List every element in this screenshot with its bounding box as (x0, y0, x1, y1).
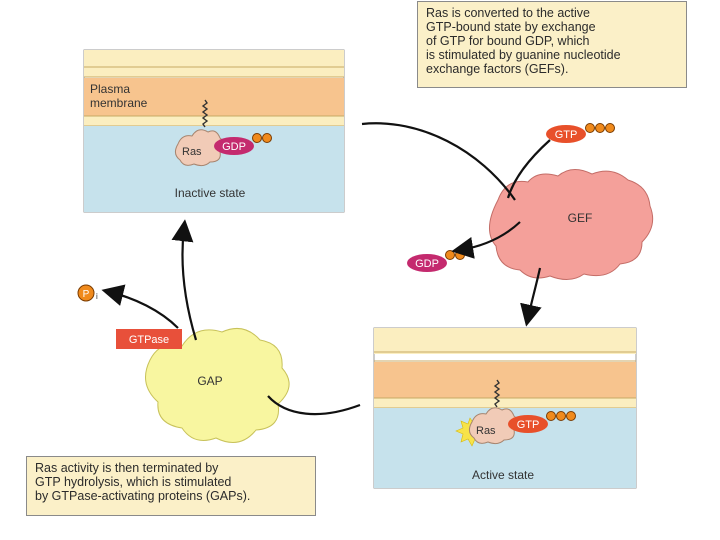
gtp-label: GTP (517, 419, 540, 431)
membrane-outer-layer (374, 328, 636, 354)
phosphate-dot (566, 411, 576, 421)
arrow-gef-to-active (520, 267, 542, 327)
gtpase-label: GTPase (129, 334, 169, 346)
ras-label: Ras (476, 425, 496, 437)
phosphate-dot (455, 250, 465, 260)
arrow-gap-to-inactive (171, 219, 198, 341)
gtpase-box (116, 329, 182, 349)
inactive-state-label: Inactive state (175, 186, 246, 200)
gdp-badge (214, 137, 254, 155)
gtp-badge (508, 415, 548, 433)
phosphate-label: P (83, 289, 90, 300)
gap-label: GAP (197, 374, 222, 388)
phosphate-dot (556, 411, 566, 421)
membrane-label-line2: membrane (90, 96, 148, 110)
lipid-anchor (201, 99, 209, 128)
membrane-lipid-layer (84, 78, 344, 116)
arrow-inactive-to-gef (361, 122, 516, 201)
gef-label: GEF (568, 211, 593, 225)
gef-protein (489, 169, 654, 280)
membrane-inner-layer (374, 398, 636, 408)
phosphate-icon (77, 284, 95, 302)
active-state-label: Active state (472, 468, 534, 482)
membrane-outer-layer (84, 50, 344, 77)
arrow-active-to-gap (267, 395, 361, 416)
membrane-label-line1: Plasma (90, 82, 130, 96)
released-gdp-label: GDP (415, 258, 439, 270)
arrow-gap-releases-phosphate (101, 284, 179, 329)
lipid-anchor (493, 379, 501, 408)
phosphate-dot (595, 123, 605, 133)
gdp-label: GDP (222, 141, 246, 153)
ras-label: Ras (182, 146, 202, 158)
phosphate-dot (546, 411, 556, 421)
phosphate-dot (262, 133, 272, 143)
phosphate-dot (585, 123, 595, 133)
incoming-gtp-label: GTP (555, 129, 578, 141)
gap-caption: Ras activity is then terminated by GTP h… (26, 456, 316, 516)
membrane-lipid-layer (374, 362, 636, 398)
phosphate-subscript: i (96, 292, 98, 301)
arrow-gef-releases-gdp (451, 221, 521, 259)
phosphate-dot (445, 250, 455, 260)
phosphate-dot (605, 123, 615, 133)
gef-caption: Ras is converted to the active GTP-bound… (417, 1, 687, 88)
inactive-state-panel: Plasma membrane Ras GDP Inactive state (83, 49, 345, 213)
arrow-gtp-into-gef (506, 139, 551, 199)
phosphate-dot (252, 133, 262, 143)
membrane-inner-layer (84, 116, 344, 126)
incoming-gtp: GTP (546, 123, 615, 143)
released-gdp: GDP (407, 250, 465, 272)
active-state-panel: Ras GTP Active state (373, 327, 637, 489)
